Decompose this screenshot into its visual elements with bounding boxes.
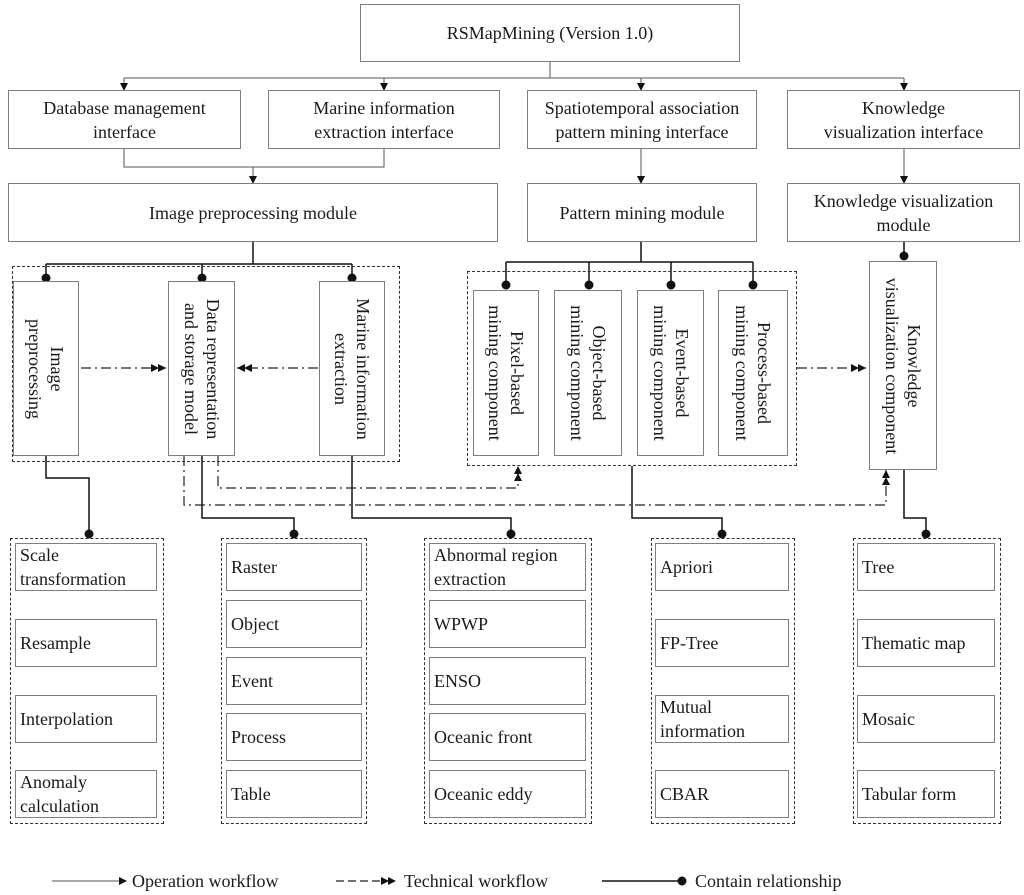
leaf-label: Tree — [862, 557, 895, 577]
leaf-item: Table — [226, 770, 362, 818]
mining-algorithms-group — [651, 538, 795, 824]
leaf-item: Mutual information — [655, 695, 789, 743]
root-title-box: RSMapMining (Version 1.0) — [360, 4, 740, 62]
leaf-item: Tabular form — [857, 770, 995, 818]
knowledge-visualization-module: Knowledge visualization module — [787, 183, 1020, 242]
leaf-label: Apriori — [660, 557, 713, 577]
leaf-label: Table — [231, 784, 271, 804]
knowledge-interface-label: Knowledge visualization interface — [823, 97, 984, 142]
marine-extraction-interface: Marine information extraction interface — [268, 90, 500, 149]
marine-extraction-component: Marine information extraction — [319, 281, 385, 456]
leaf-label: Resample — [20, 633, 91, 653]
leaf-item: Raster — [226, 543, 362, 591]
leaf-label: CBAR — [660, 784, 710, 804]
leaf-item: Oceanic eddy — [429, 770, 586, 818]
operation-workflow-lines — [120, 62, 908, 184]
marine-extraction-component-label: Marine information extraction — [331, 297, 373, 440]
pixel-mining-component: Pixel-based mining component — [473, 290, 539, 456]
marine-targets-group — [424, 538, 592, 824]
knowledge-visualization-interface: Knowledge visualization interface — [787, 90, 1020, 149]
image-preprocessing-component-label: Image preprocessing — [25, 318, 67, 419]
leaf-item: WPWP — [429, 600, 586, 648]
visualization-forms-group — [853, 538, 1001, 824]
image-preprocessing-module: Image preprocessing module — [8, 183, 498, 242]
leaf-label: Thematic map — [862, 633, 966, 653]
data-models-group — [221, 538, 367, 824]
database-management-interface: Database management interface — [8, 90, 241, 149]
leaf-label: FP-Tree — [660, 633, 719, 653]
leaf-label: WPWP — [434, 614, 488, 634]
leaf-item: Scale transformation — [15, 543, 157, 591]
leaf-label: Raster — [231, 557, 277, 577]
pattern-module-label: Pattern mining module — [559, 202, 725, 223]
leaf-item: CBAR — [655, 770, 789, 818]
knowledge-component-label: Knowledge visualization component — [882, 277, 924, 454]
leaf-label: Mosaic — [862, 709, 915, 729]
leaf-item: Tree — [857, 543, 995, 591]
leaf-label: Interpolation — [20, 709, 113, 729]
object-mining-component-label: Object-based mining component — [567, 305, 609, 441]
pixel-mining-component-label: Pixel-based mining component — [485, 305, 527, 441]
knowledge-module-label: Knowledge visualization module — [813, 190, 994, 235]
leaf-label: Mutual information — [660, 697, 745, 741]
leaf-label: Scale transformation — [20, 545, 126, 589]
knowledge-visualization-component: Knowledge visualization component — [869, 261, 937, 470]
leaf-item: Thematic map — [857, 619, 995, 667]
leaf-label: Event — [231, 671, 273, 691]
leaf-item: Oceanic front — [429, 713, 586, 761]
preprocessing-component-group — [12, 266, 400, 462]
image-preprocessing-component: Image preprocessing — [13, 281, 79, 456]
root-title: RSMapMining (Version 1.0) — [446, 23, 654, 43]
process-mining-component-label: Process-based mining component — [732, 305, 774, 441]
image-module-label: Image preprocessing module — [149, 202, 357, 223]
leaf-label: Object — [231, 614, 279, 634]
legend-technical-workflow: Technical workflow — [404, 871, 549, 891]
leaf-item: ENSO — [429, 657, 586, 705]
contain-dots — [41, 251, 931, 539]
spatiotemporal-mining-interface: Spatiotemporal association pattern minin… — [527, 90, 757, 149]
leaf-item: Process — [226, 713, 362, 761]
spatiotemporal-interface-label: Spatiotemporal association pattern minin… — [544, 97, 740, 142]
leaf-label: Process — [231, 727, 286, 747]
event-mining-component: Event-based mining component — [637, 290, 704, 456]
leaf-item: Mosaic — [857, 695, 995, 743]
leaf-item: Abnormal region extraction — [429, 543, 586, 591]
leaf-item: Interpolation — [15, 695, 157, 743]
leaf-label: Oceanic eddy — [434, 784, 533, 804]
database-interface-label: Database management interface — [43, 97, 206, 142]
object-mining-component: Object-based mining component — [554, 290, 622, 456]
leaf-item: Resample — [15, 619, 157, 667]
leaf-label: Anomaly calculation — [20, 772, 99, 816]
pattern-mining-module: Pattern mining module — [527, 183, 757, 242]
leaf-label: Abnormal region extraction — [434, 545, 558, 589]
leaf-item: FP-Tree — [655, 619, 789, 667]
preprocessing-methods-group — [10, 538, 164, 824]
process-mining-component: Process-based mining component — [718, 290, 788, 456]
event-mining-component-label: Event-based mining component — [649, 305, 692, 441]
leaf-item: Object — [226, 600, 362, 648]
leaf-label: Oceanic front — [434, 727, 533, 747]
leaf-item: Anomaly calculation — [15, 770, 157, 818]
leaf-label: ENSO — [434, 671, 482, 691]
leaf-item: Apriori — [655, 543, 789, 591]
leaf-label: Tabular form — [862, 784, 957, 804]
marine-interface-label: Marine information extraction interface — [313, 97, 455, 142]
data-representation-component-label: Data representation and storage model — [180, 298, 223, 439]
legend-lines — [52, 876, 687, 886]
legend-contain-relationship: Contain relationship — [695, 871, 842, 891]
mining-component-group — [467, 271, 797, 466]
data-representation-component: Data representation and storage model — [168, 281, 235, 456]
leaf-item: Event — [226, 657, 362, 705]
technical-workflow-lines — [81, 364, 890, 506]
legend-operation-workflow: Operation workflow — [132, 871, 279, 891]
